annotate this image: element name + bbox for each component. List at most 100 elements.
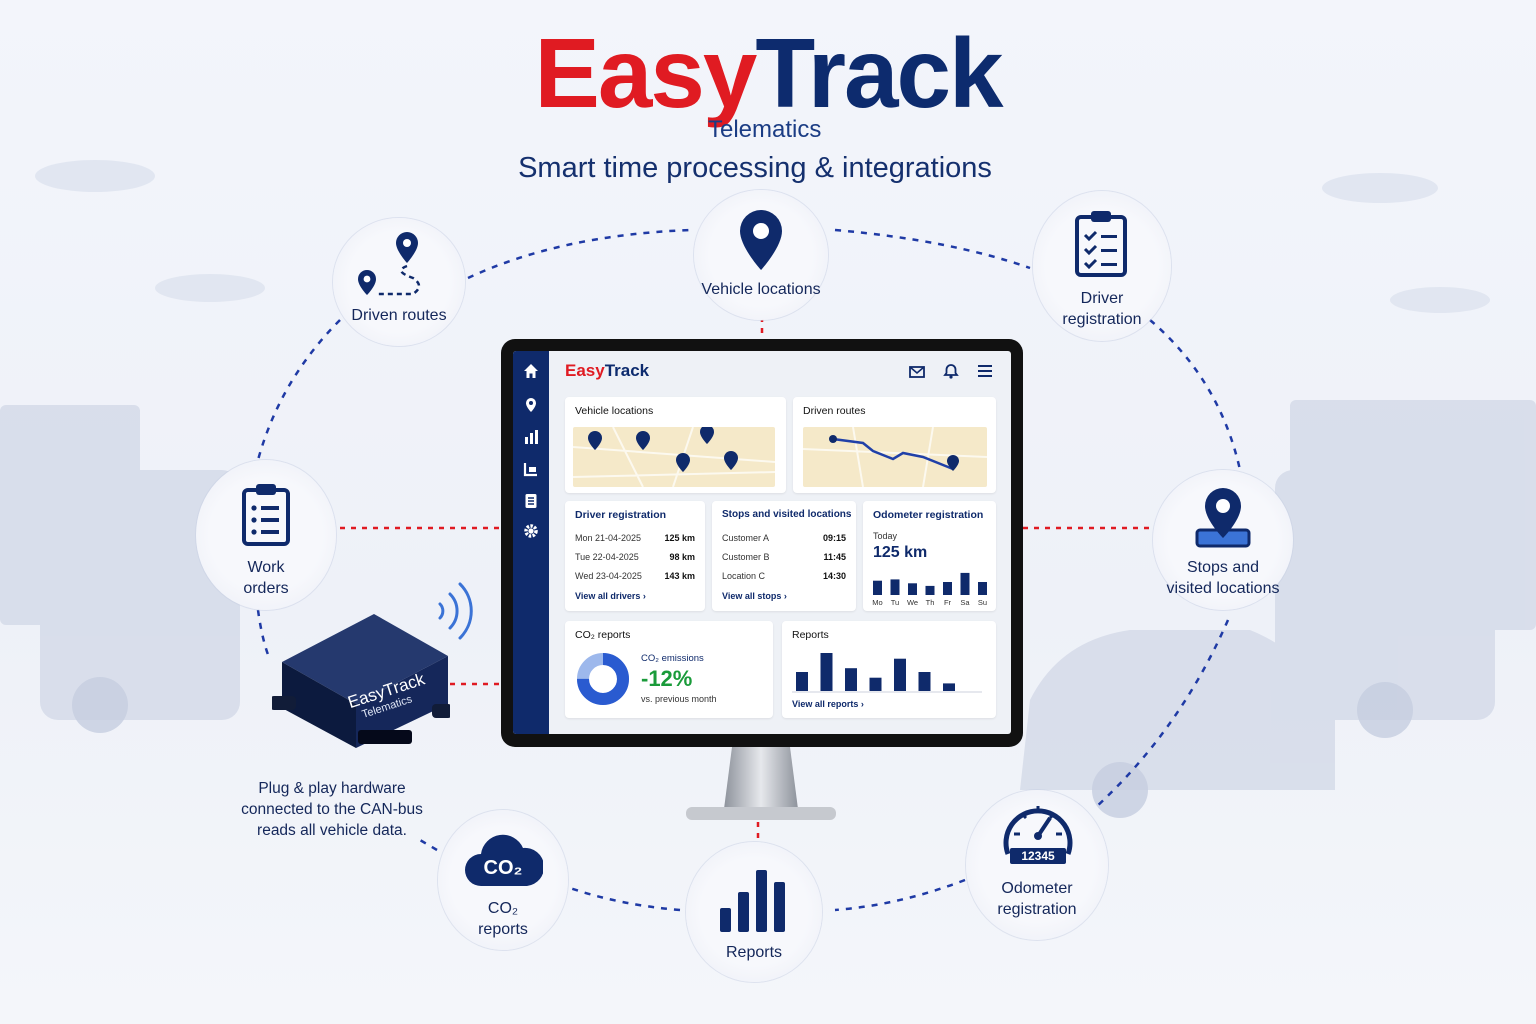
report-bar <box>943 683 955 691</box>
feature-driver-registration: Driver registration <box>1033 191 1171 341</box>
settings-icon[interactable] <box>523 523 539 539</box>
label-line-2: visited locations <box>1166 580 1280 597</box>
svg-text:CO₂: CO₂ <box>484 857 523 879</box>
app-sidebar <box>513 351 549 734</box>
label-line-1: Work <box>247 559 285 576</box>
speedometer-icon: 12345 <box>1003 806 1073 864</box>
report-bar <box>845 668 857 691</box>
odometer-bar <box>890 579 900 595</box>
card-title: Stops and visited locations <box>722 509 852 520</box>
odometer-bar <box>960 572 970 595</box>
routes-map[interactable] <box>803 427 987 487</box>
row-place: Location C <box>722 571 766 581</box>
caption-line-2: connected to the CAN-bus <box>241 801 423 818</box>
odometer-bar <box>925 585 935 595</box>
label-line-2: registration <box>1062 311 1142 328</box>
stop-row[interactable]: Customer A 09:15 <box>722 533 846 543</box>
report-bar <box>894 658 906 691</box>
vehicle-locations-label: Vehicle locations <box>701 281 821 298</box>
clipboard-checklist-icon <box>1075 211 1127 277</box>
route-icon <box>358 232 421 296</box>
row-place: Customer A <box>722 533 770 543</box>
stop-row[interactable]: Customer B 11:45 <box>722 552 846 562</box>
stops-card[interactable]: Stops and visited locations Customer A 09… <box>712 501 856 611</box>
wireless-signal-icon <box>438 582 473 640</box>
reports-label: Reports <box>725 944 783 961</box>
document-icon[interactable] <box>523 493 539 509</box>
card-title: Driven routes <box>803 405 866 417</box>
app-title-easy: Easy <box>565 361 605 380</box>
driven-routes-card[interactable]: Driven routes <box>793 397 996 493</box>
app-title-track: Track <box>604 361 650 380</box>
label-line-1: Stops and <box>1186 559 1260 576</box>
report-bar <box>796 672 808 691</box>
caption-line-1: Plug & play hardware <box>258 780 406 797</box>
view-all-drivers-link[interactable]: View all drivers › <box>575 591 646 601</box>
day-label: Fr <box>944 598 952 607</box>
map-pin-icon[interactable] <box>523 397 539 413</box>
feature-work-orders: Work orders <box>196 460 336 610</box>
vehicle-list-icon[interactable] <box>523 461 539 477</box>
odometer-today-label: Today <box>873 531 898 541</box>
mail-icon[interactable] <box>909 365 925 379</box>
bar-chart-icon <box>720 870 785 932</box>
view-all-stops-link[interactable]: View all stops › <box>722 591 787 601</box>
row-date: Wed 23-04-2025 <box>575 571 642 581</box>
brand-track: Track <box>755 18 1003 128</box>
home-icon[interactable] <box>523 363 539 379</box>
stop-location-icon <box>1195 488 1251 548</box>
feature-stops: Stops and visited locations <box>1153 470 1293 610</box>
report-bar <box>918 672 931 691</box>
report-bar <box>869 677 882 691</box>
card-title: CO₂ reports <box>575 629 631 641</box>
feature-vehicle-locations: Vehicle locations <box>694 190 828 320</box>
work-orders-label: Work orders <box>196 557 336 599</box>
route-line <box>803 427 987 487</box>
app-screen: EasyTrack Vehicle locations <box>513 351 1011 734</box>
brand-subtitle: Telematics <box>708 116 822 143</box>
day-label: Mo <box>872 598 882 607</box>
row-place: Customer B <box>722 552 770 562</box>
view-all-reports-link[interactable]: View all reports › <box>792 699 864 709</box>
vehicle-map[interactable] <box>573 427 775 487</box>
row-time: 11:45 <box>823 552 846 562</box>
day-label: Th <box>926 598 935 607</box>
odometer-bar <box>873 580 882 595</box>
tagline: Smart time processing & integrations <box>518 152 992 184</box>
location-pin-icon <box>740 210 782 270</box>
co2-cloud-icon: CO₂ <box>465 834 543 886</box>
day-label: Tu <box>891 598 899 607</box>
monitor: EasyTrack Vehicle locations <box>501 339 1023 747</box>
label-line-1: Driver <box>1080 290 1124 307</box>
row-date: Mon 21-04-2025 <box>575 533 642 543</box>
menu-icon[interactable] <box>977 364 993 378</box>
vehicle-locations-card[interactable]: Vehicle locations <box>565 397 786 493</box>
donut-segment <box>577 653 629 705</box>
bell-icon[interactable] <box>943 363 959 379</box>
chart-icon[interactable] <box>523 429 539 445</box>
label-line-2: orders <box>243 580 289 597</box>
driver-registration-label: Driver registration <box>1033 288 1171 330</box>
driven-routes-label: Driven routes <box>351 307 447 324</box>
app-title: EasyTrack <box>565 361 649 381</box>
reports-card[interactable]: Reports View all reports › <box>782 621 996 718</box>
telematics-device: EasyTrack Telematics <box>272 614 450 748</box>
row-time: 09:15 <box>822 533 846 543</box>
co2-card[interactable]: CO₂ reports CO₂ emissions -12% vs. previ… <box>565 621 773 718</box>
card-title: Vehicle locations <box>575 405 654 417</box>
feature-driven-routes: Driven routes <box>333 218 465 346</box>
label-line-1: Odometer <box>1001 880 1073 897</box>
